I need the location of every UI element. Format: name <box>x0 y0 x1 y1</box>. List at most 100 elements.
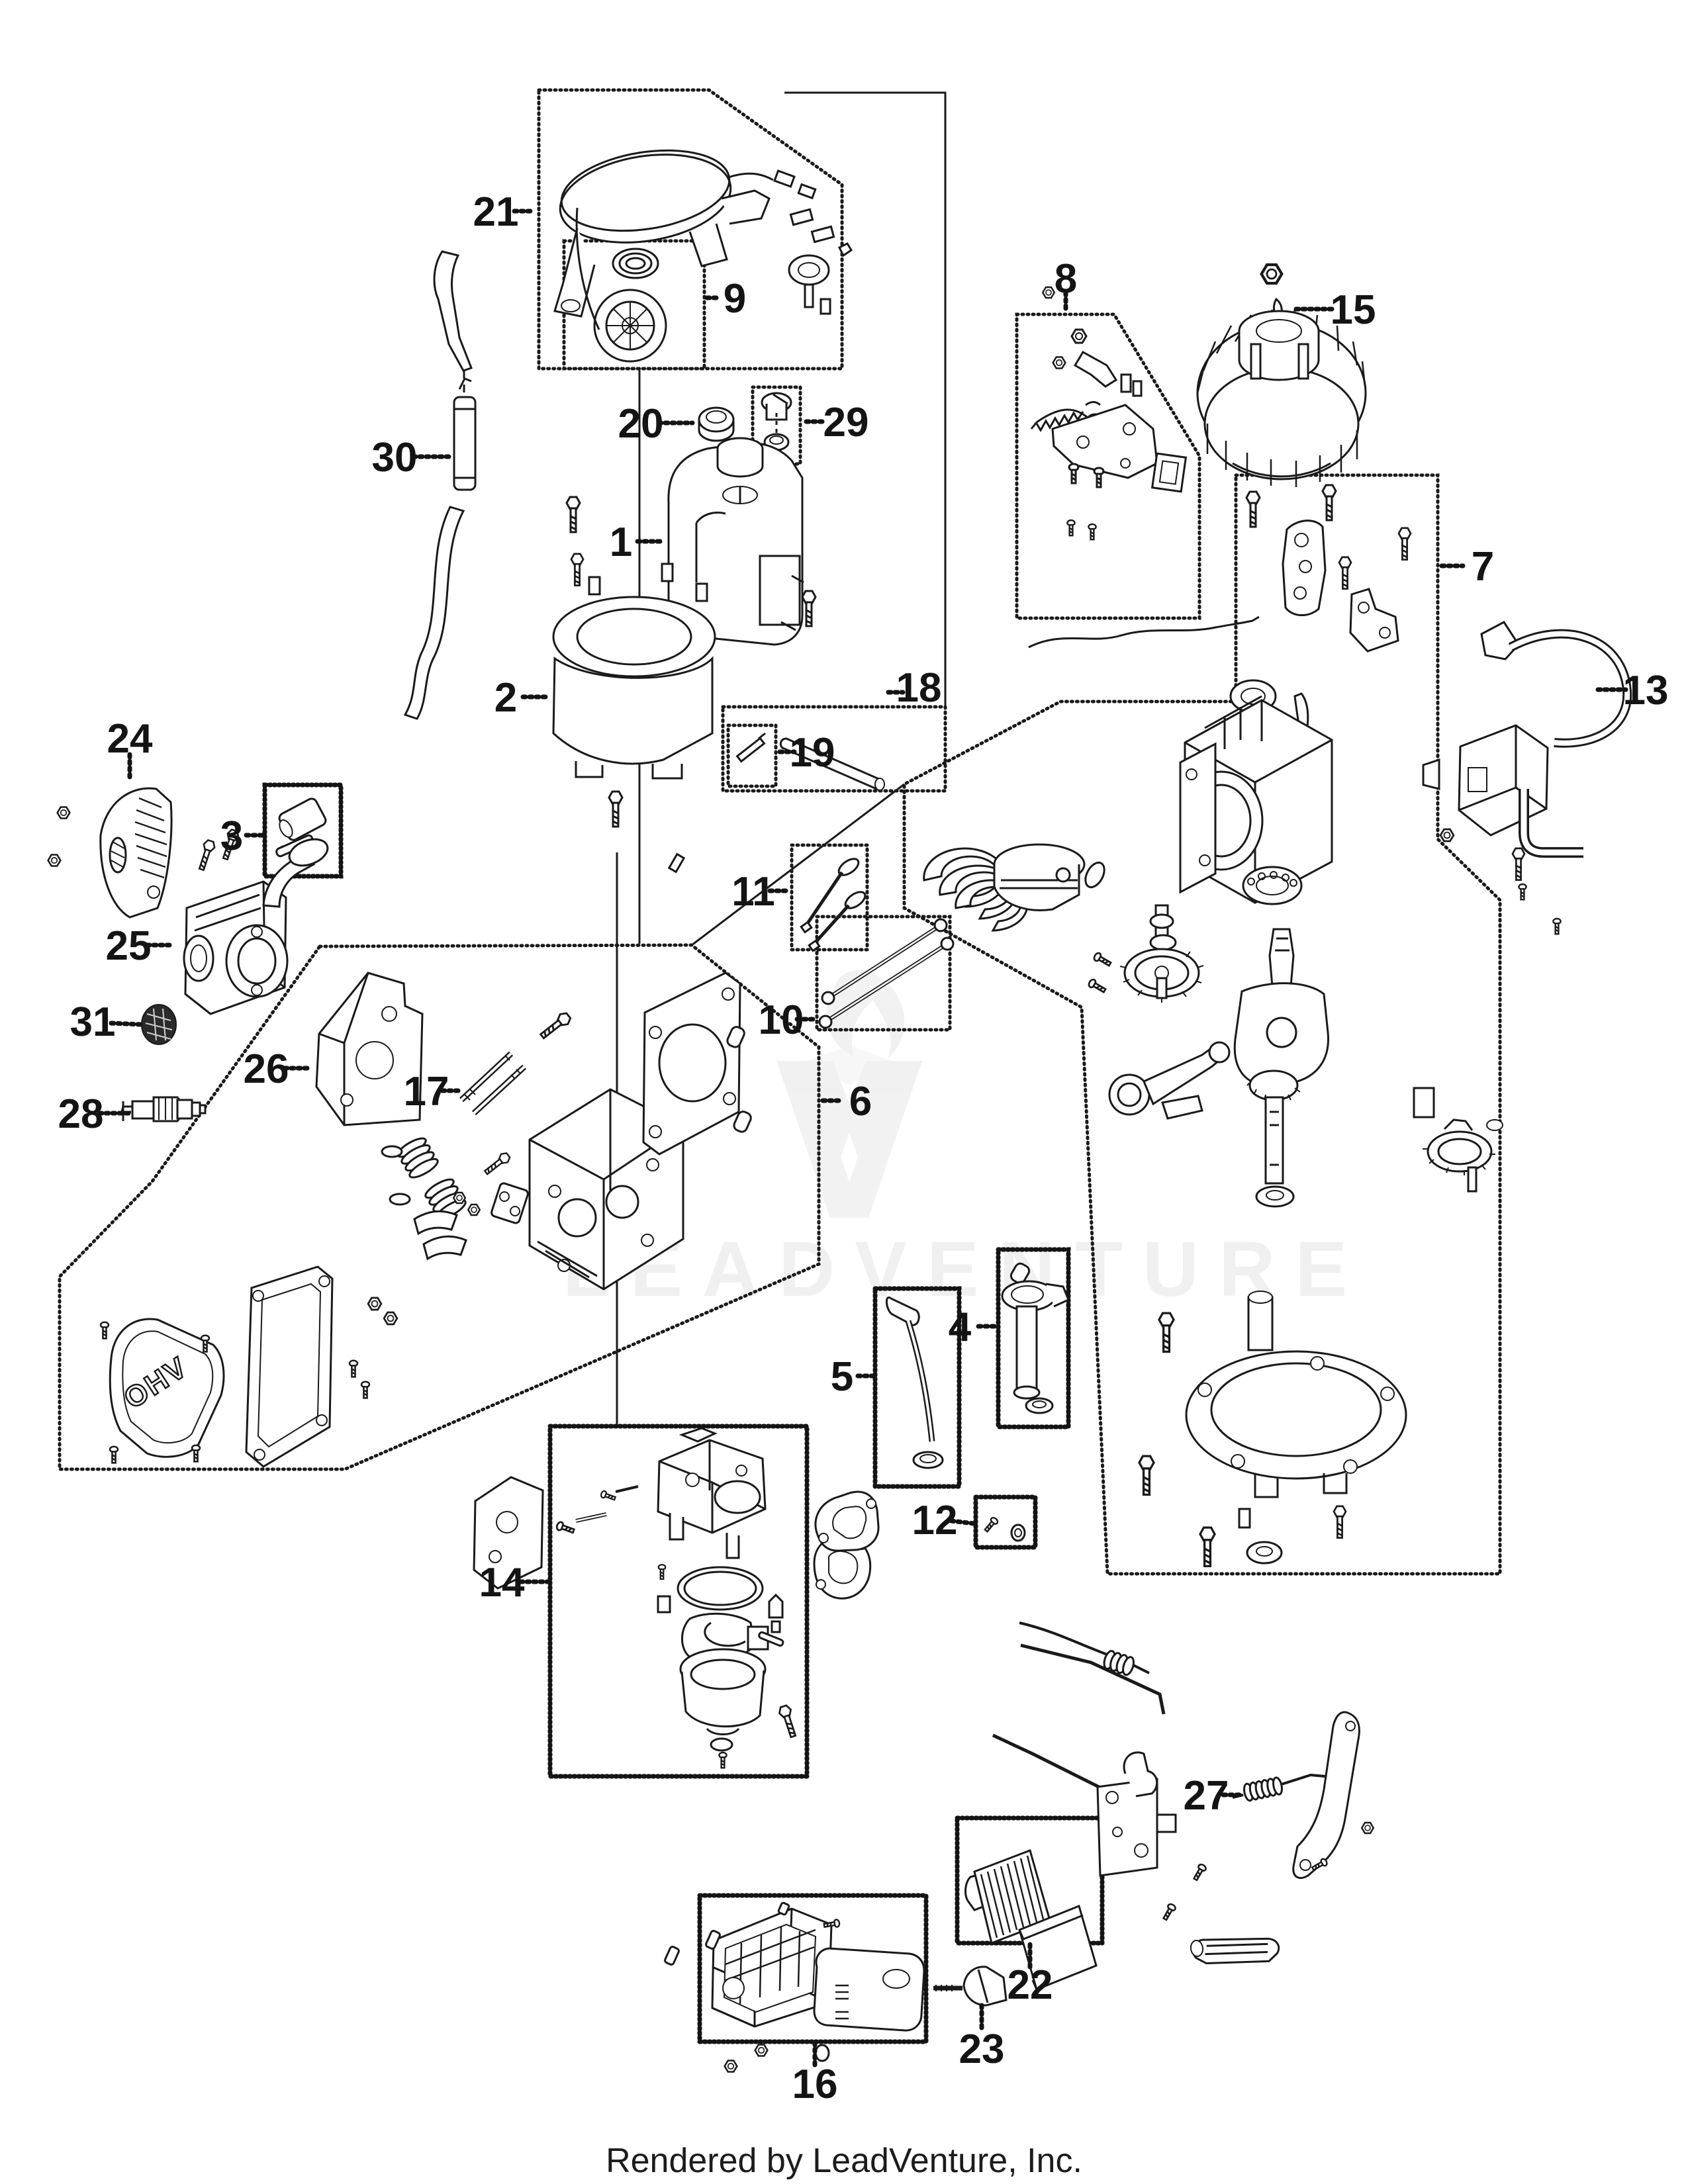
box-12-screws <box>973 1494 1038 1550</box>
callout-15: 15 <box>1331 287 1376 333</box>
piston-and-rings <box>923 843 1105 932</box>
callout-29: 29 <box>823 400 869 445</box>
carb-screws <box>555 1485 671 1614</box>
short-block-parts <box>1086 484 1503 1568</box>
callout-18: 18 <box>896 665 942 711</box>
callout-10: 10 <box>759 997 804 1043</box>
box-19-pin <box>726 723 778 788</box>
callout-13: 13 <box>1623 668 1669 713</box>
cylinder-block <box>1179 695 1333 904</box>
valves <box>800 858 867 952</box>
callout-8: 8 <box>1055 256 1077 302</box>
brake-cable <box>1028 615 1260 649</box>
flywheel-brake-parts <box>1030 286 1188 541</box>
sump-screws <box>982 1516 1026 1542</box>
rocker-arms <box>413 1182 529 1261</box>
callout-25: 25 <box>106 923 152 969</box>
callout-14: 14 <box>479 1560 525 1606</box>
governor-spring <box>1232 1773 1326 1802</box>
callout-30: 30 <box>372 435 418 480</box>
breather-element <box>141 1004 177 1045</box>
breather-tube <box>1518 789 1583 935</box>
callout-4: 4 <box>949 1304 972 1350</box>
fuel-hose <box>403 506 465 720</box>
footer-credit: Rendered by LeadVenture, Inc. <box>606 2142 1082 2180</box>
callout-31: 31 <box>70 999 116 1045</box>
starter-spring-and-pulley <box>575 207 667 363</box>
governor-gear <box>1413 1087 1503 1193</box>
bracket <box>1349 588 1399 653</box>
box-14-carburetor <box>547 1424 810 1779</box>
callout-2: 2 <box>494 675 517 721</box>
callout-7: 7 <box>1472 544 1494 590</box>
rocker-studs <box>459 1051 527 1116</box>
camshaft <box>1086 904 1204 1003</box>
air-filter-housing <box>664 1901 925 2073</box>
bowl-gasket <box>677 1566 764 1611</box>
governor-arm <box>1292 1711 1360 1879</box>
brake-spring <box>1030 401 1102 432</box>
bowl-bolt <box>776 1704 800 1739</box>
flywheel <box>1196 265 1367 487</box>
box-21-recoil-starter <box>537 88 844 371</box>
box-18-fuel-pipe <box>721 705 947 793</box>
bushing-cap-20 <box>698 406 735 442</box>
starter-rope <box>575 207 600 330</box>
callout-3: 3 <box>220 813 243 859</box>
callout-11: 11 <box>731 869 775 915</box>
callout-26: 26 <box>244 1046 289 1092</box>
callout-19: 19 <box>790 730 835 776</box>
carburetor <box>555 1427 800 1769</box>
callout-leaders <box>97 208 1628 2069</box>
starter-rope-handle <box>1190 1937 1280 1965</box>
callout-12: 12 <box>912 1498 958 1543</box>
spark-plug-boot <box>1480 621 1520 660</box>
dipstick <box>886 1296 944 1469</box>
valve-cover-gasket <box>245 1265 334 1468</box>
callout-24: 24 <box>107 716 153 762</box>
callout-28: 28 <box>58 1091 104 1137</box>
callout-17: 17 <box>404 1069 449 1115</box>
carb-insulator-gasket <box>814 1490 880 1552</box>
box-10-push-rods <box>815 915 952 1032</box>
box-3-deflector <box>262 782 344 879</box>
carb-bowl <box>679 1648 767 1769</box>
push-rods <box>818 918 955 1029</box>
callout-21: 21 <box>473 189 519 235</box>
callout-9: 9 <box>724 276 746 322</box>
spark-plug <box>120 1096 207 1122</box>
box-11-valves <box>790 843 869 952</box>
callout-20: 20 <box>618 401 664 447</box>
manifold-spacer <box>473 1476 544 1590</box>
callout-23: 23 <box>959 2026 1005 2072</box>
oil-fill-tube <box>1001 1262 1070 1414</box>
callout-27: 27 <box>1184 1773 1229 1819</box>
blower-housing <box>552 496 817 874</box>
connector-head-to-block <box>691 783 905 946</box>
float-needle <box>768 1593 784 1633</box>
head-gasket <box>642 972 741 1156</box>
recoil-starter-assembly <box>553 149 853 318</box>
filter-cover <box>813 1947 925 2032</box>
crankshaft <box>1233 928 1329 1208</box>
wing-knob <box>933 1966 1008 2007</box>
box-5-dipstick <box>872 1286 962 1489</box>
fuel-shutoff-parts <box>761 392 792 451</box>
box-8-flywheel-brake <box>1015 312 1201 620</box>
connecting-rod <box>1108 1041 1231 1120</box>
oil-sump <box>1185 1291 1407 1565</box>
air-filter-elements <box>964 1849 1098 1991</box>
cylinder-head-assembly <box>99 972 752 1468</box>
callout-6: 6 <box>849 1079 872 1124</box>
callout-22: 22 <box>1008 1962 1053 2008</box>
callout-5: 5 <box>831 1354 853 1400</box>
governor-linkage <box>992 1621 1375 1922</box>
muffler <box>183 827 329 1015</box>
valve-springs <box>381 1137 467 1220</box>
cylinder-shield <box>315 972 424 1126</box>
connector-tank-to-fuelpipe <box>784 91 947 705</box>
foam-prefilter <box>1018 1904 1098 1991</box>
watermark-text: LEADVENTURE <box>563 1226 1367 1313</box>
